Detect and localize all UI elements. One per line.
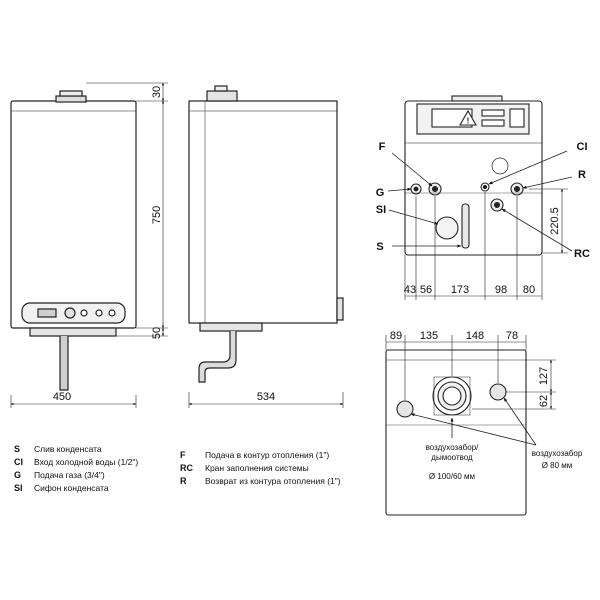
front-view-top-flue <box>55 95 87 103</box>
front-view-width-dim: 450 <box>53 391 71 403</box>
drain-S <box>461 203 470 249</box>
front-view-drain-pipe <box>59 336 69 391</box>
label-CI: CI <box>577 141 588 153</box>
dim-135: 135 <box>420 330 438 342</box>
legend-right-key-0: F <box>180 450 186 460</box>
top-view-leaders <box>410 397 537 446</box>
front-view-pipe-fittings <box>29 327 117 337</box>
dim-62: 62 <box>538 395 550 407</box>
label-S: S <box>376 241 383 253</box>
coaxial-note-line2: дымоотвод <box>431 453 473 462</box>
front-view-height-dim: 750 <box>151 206 163 224</box>
side-view <box>188 85 344 383</box>
coaxial-note-line3: Ø 100/60 мм <box>429 472 475 481</box>
side-view-pipe <box>198 331 237 383</box>
dim-127: 127 <box>538 367 550 385</box>
separate-air-inlet-1 <box>396 400 414 418</box>
legend-left-text-0: Слив конденсата <box>34 444 102 454</box>
legend-right-text-2: Возврат из контура отопления (1") <box>205 476 341 486</box>
dim-148: 148 <box>466 330 484 342</box>
dim-78: 78 <box>506 330 518 342</box>
legend-right-key-2: R <box>180 476 187 486</box>
legend-left-key-1: CI <box>14 457 23 467</box>
dim-98: 98 <box>495 284 507 296</box>
label-RC: RC <box>574 248 590 260</box>
side-view-depth-dim: 534 <box>257 391 275 403</box>
top-view-outline <box>385 349 527 516</box>
front-view-display <box>37 308 57 318</box>
side-view-dims <box>188 392 344 408</box>
label-R: R <box>578 169 586 181</box>
label-SI: SI <box>376 204 386 216</box>
siphon-SI <box>435 216 459 240</box>
dim-220-5: 220.5 <box>549 207 561 235</box>
bottom-view-leaders <box>387 150 573 252</box>
legend-left-key-0: S <box>14 444 20 454</box>
legend-left-text-2: Подача газа (3/4") <box>34 470 105 480</box>
legend-left-key-2: G <box>14 470 21 480</box>
dim-80: 80 <box>523 284 535 296</box>
front-view-casing <box>10 100 137 329</box>
legend: S Слив конденсата CI Вход холодной воды … <box>14 444 341 493</box>
legend-right-key-1: RC <box>180 463 193 473</box>
legend-right-text-1: Кран заполнения системы <box>205 463 309 473</box>
label-F: F <box>379 141 386 153</box>
coaxial-note-line1: воздухозабор/ <box>426 443 480 452</box>
label-G: G <box>376 187 385 199</box>
dim-89: 89 <box>390 330 402 342</box>
bottom-view-dims <box>404 188 568 300</box>
side-view-fittings <box>199 322 263 332</box>
front-view-knob <box>64 307 76 319</box>
separate-note-line1: воздухозабор <box>532 449 583 458</box>
front-view <box>10 90 137 391</box>
svg-text:!: ! <box>467 117 470 126</box>
legend-left-key-3: SI <box>14 483 23 493</box>
legend-left-text-3: Сифон конденсата <box>34 483 109 493</box>
bottom-view: ! <box>404 95 543 256</box>
legend-right-text-0: Подача в контур отопления (1") <box>205 450 329 460</box>
top-view-dims <box>385 335 556 410</box>
side-view-bracket <box>336 297 344 321</box>
separate-air-inlet-2 <box>489 383 507 401</box>
legend-left-text-1: Вход холодной воды (1/2") <box>34 457 138 467</box>
dim-173: 173 <box>451 284 469 296</box>
side-view-top-flue <box>206 90 238 102</box>
front-view-dims <box>10 82 168 408</box>
warning-triangle-icon <box>459 109 477 126</box>
side-view-casing <box>188 100 338 324</box>
separate-note-line2: Ø 80 мм <box>542 461 573 470</box>
dim-56: 56 <box>420 284 432 296</box>
front-view-top-dim: 30 <box>151 86 163 98</box>
dim-43: 43 <box>404 284 416 296</box>
front-view-bottom-dim: 50 <box>151 327 163 339</box>
top-view <box>385 349 527 516</box>
